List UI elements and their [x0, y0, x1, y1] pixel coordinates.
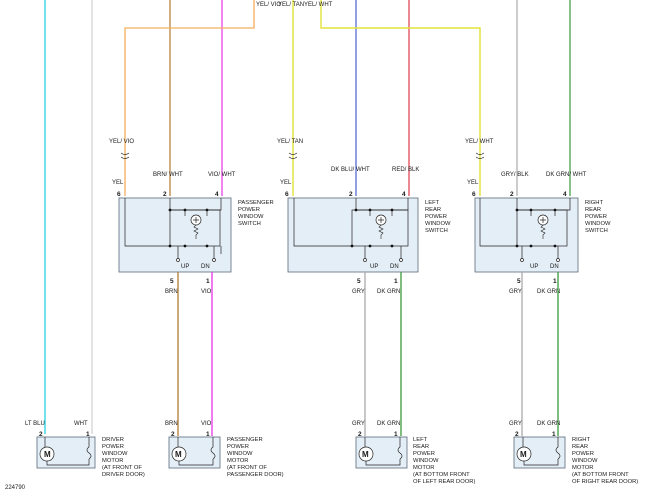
passenger-power-window-switch: YEL/ VIO YEL BRN/ WHT VIO/ WHT 6 2 4 UP … [109, 139, 275, 436]
right-rear-switch-box [474, 197, 579, 273]
right-rear-motor-symbol: M [520, 450, 527, 459]
left-rear-pin-6: 6 [285, 191, 289, 198]
passenger-pin-2: 2 [163, 191, 167, 198]
left-rear-motor-pin-2: 2 [358, 431, 362, 438]
left-rear-pin-1: 1 [394, 278, 398, 285]
driver-motor-name: DRIVER POWER WINDOW MOTOR (AT FRONT OF D… [102, 437, 145, 478]
right-rear-power-window-motor: GRY DK GRN 2 1 M RIGHT REAR POWER WINDOW… [509, 421, 638, 485]
left-rear-up-label: UP [370, 264, 378, 270]
feed-wires: YEL/ VIO YEL/ TAN YEL/ WHT [44, 0, 571, 434]
passenger-in-label-1: BRN/ WHT [153, 172, 183, 178]
left-rear-motor-wire-label-1: GRY [352, 421, 365, 427]
left-rear-pin-5: 5 [357, 278, 361, 285]
right-rear-pin-1: 1 [553, 278, 557, 285]
right-rear-motor-wire-label-1: GRY [509, 421, 522, 427]
left-rear-dn-label: DN [390, 264, 399, 270]
right-rear-motor-name: RIGHT REAR POWER WINDOW MOTOR (AT BOTTOM… [572, 437, 638, 485]
passenger-motor-symbol: M [175, 450, 182, 459]
wire-yel-vio [124, 0, 255, 196]
right-rear-pin-6: 6 [472, 191, 476, 198]
passenger-out-label-2: VIO [201, 289, 212, 295]
right-rear-out-label-1: GRY [509, 289, 522, 295]
passenger-pin-1: 1 [206, 278, 210, 285]
left-rear-out-label-1: GRY [352, 289, 365, 295]
left-rear-in-label-1: DK BLU/ WHT [331, 167, 370, 173]
right-rear-out-label-2: DK GRN [537, 289, 560, 295]
passenger-motor-pin-1: 1 [206, 431, 210, 438]
left-rear-motor-symbol: M [362, 450, 369, 459]
left-rear-pin-4: 4 [402, 191, 406, 198]
passenger-pin-4: 4 [215, 191, 219, 198]
right-rear-feed-label-top: YEL/ WHT [465, 139, 494, 145]
right-rear-feed-label-bottom: YEL [467, 180, 479, 186]
right-rear-in-label-2: DK GRN/ WHT [546, 172, 587, 178]
left-rear-power-window-motor: GRY DK GRN 2 1 M LEFT REAR POWER WINDOW … [352, 421, 475, 485]
diagram-id: 224790 [5, 485, 26, 491]
connector-break-marks [120, 152, 485, 159]
passenger-feed-label-top: YEL/ VIO [109, 139, 134, 145]
driver-motor-pin-1: 1 [86, 431, 90, 438]
right-rear-pin-4: 4 [563, 191, 567, 198]
top-label-yel-tan: YEL/ TAN [278, 2, 304, 8]
passenger-pin-6: 6 [117, 191, 121, 198]
right-rear-motor-pin-2: 2 [515, 431, 519, 438]
passenger-motor-wire-label-2: VIO [201, 421, 212, 427]
left-rear-switch-box [287, 197, 419, 273]
driver-motor-symbol: M [44, 450, 51, 459]
passenger-out-label-1: BRN [165, 289, 178, 295]
right-rear-up-label: UP [530, 264, 538, 270]
right-rear-pin-5: 5 [517, 278, 521, 285]
left-rear-motor-wire-label-2: DK GRN [377, 421, 400, 427]
passenger-switch-name: PASSENGER POWER WINDOW SWITCH [238, 200, 275, 227]
passenger-up-label: UP [181, 264, 189, 270]
left-rear-feed-label-top: YEL/ TAN [277, 139, 303, 145]
left-rear-pin-2: 2 [349, 191, 353, 198]
wire-yel-wht [320, 0, 481, 196]
left-rear-switch-name: LEFT REAR POWER WINDOW SWITCH [425, 200, 452, 234]
left-rear-feed-label-bottom: YEL [280, 180, 292, 186]
top-label-yel-wht: YEL/ WHT [304, 2, 333, 8]
right-rear-in-label-1: GRY/ BLK [501, 172, 529, 178]
right-rear-motor-wire-label-2: DK GRN [537, 421, 560, 427]
driver-power-window-motor: LT BLU WHT 2 1 M DRIVER POWER WINDOW MOT… [25, 421, 145, 478]
right-rear-pin-2: 2 [510, 191, 514, 198]
driver-motor-wire-label-2: WHT [74, 421, 88, 427]
passenger-feed-label-bottom: YEL [112, 180, 124, 186]
passenger-pin-5: 5 [170, 278, 174, 285]
driver-motor-wire-label-1: LT BLU [25, 421, 45, 427]
passenger-motor-wire-label-1: BRN [165, 421, 178, 427]
left-rear-out-label-2: DK GRN [377, 289, 400, 295]
passenger-dn-label: DN [201, 264, 210, 270]
left-rear-motor-pin-1: 1 [394, 431, 398, 438]
left-rear-power-window-switch: YEL/ TAN YEL DK BLU/ WHT RED/ BLK 6 2 4 … [277, 139, 452, 436]
right-rear-switch-name: RIGHT REAR POWER WINDOW SWITCH [585, 200, 612, 234]
passenger-in-label-2: VIO/ WHT [208, 172, 236, 178]
driver-motor-pin-2: 2 [39, 431, 43, 438]
right-rear-power-window-switch: YEL/ WHT YEL GRY/ BLK DK GRN/ WHT 6 2 4 … [465, 139, 612, 436]
left-rear-in-label-2: RED/ BLK [392, 167, 419, 173]
right-rear-dn-label: DN [550, 264, 559, 270]
left-rear-motor-name: LEFT REAR POWER WINDOW MOTOR (AT BOTTOM … [413, 437, 475, 485]
passenger-motor-name: PASSENGER POWER WINDOW MOTOR (AT FRONT O… [227, 437, 284, 478]
top-label-yel-vio: YEL/ VIO [256, 2, 281, 8]
right-rear-motor-pin-1: 1 [552, 431, 556, 438]
passenger-motor-pin-2: 2 [171, 431, 175, 438]
passenger-power-window-motor: BRN VIO 2 1 M PASSENGER POWER WINDOW MOT… [165, 421, 284, 478]
